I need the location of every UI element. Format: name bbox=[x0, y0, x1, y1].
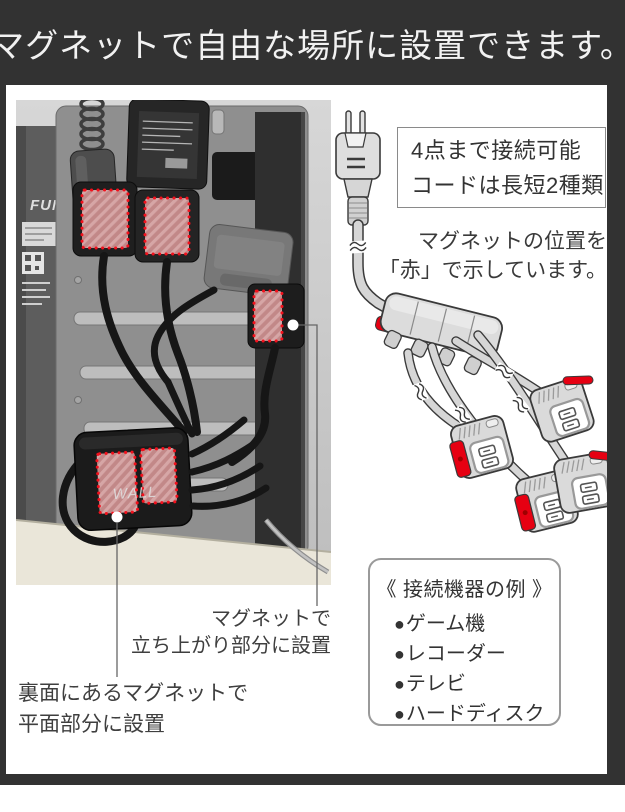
info-box: 4点まで接続可能 コードは長短2種類 bbox=[397, 127, 606, 208]
magnet-note-line-1: マグネットの位置を bbox=[418, 230, 607, 253]
magnet-patch bbox=[95, 450, 140, 516]
bullet-icon: ● bbox=[394, 674, 405, 694]
info-line-2: コードは長短2種類 bbox=[411, 173, 604, 198]
devices-item: ●テレビ bbox=[394, 673, 466, 695]
devices-list: ●ゲーム機 ●レコーダー ●テレビ ●ハードディスク bbox=[370, 609, 559, 729]
plug-illustration bbox=[335, 110, 381, 226]
magnet-note: マグネットの位置を 「赤」で示しています。 bbox=[379, 228, 607, 285]
plate-opening bbox=[212, 152, 262, 200]
tv-brand-label: FUN bbox=[30, 197, 64, 214]
devices-box-title: 《 接続機器の例 》 bbox=[376, 579, 553, 601]
frame-border-right bbox=[607, 85, 625, 785]
outlet-cube-a bbox=[526, 367, 598, 446]
photo-tv-back-panel: FUN bbox=[16, 100, 331, 585]
info-line-1: 4点まで接続可能 bbox=[411, 138, 582, 163]
callout-flat-text: 裏面にあるマグネットで 平面部分に設置 bbox=[18, 682, 249, 736]
splitter-body bbox=[375, 292, 504, 376]
magnet-patch bbox=[252, 289, 284, 343]
gray-cable bbox=[264, 518, 330, 575]
main-cord bbox=[347, 219, 398, 317]
shelf bbox=[16, 520, 331, 585]
splitter-illustration bbox=[335, 110, 622, 535]
bullet-icon: ● bbox=[394, 614, 405, 634]
adapter-p1 bbox=[72, 181, 138, 257]
frame-border-left bbox=[0, 85, 6, 785]
magnet-patch bbox=[139, 446, 179, 505]
strip-logo: WALL bbox=[112, 484, 157, 503]
frame-border-bottom bbox=[0, 774, 625, 785]
adapter-p2 bbox=[134, 189, 200, 263]
bullet-icon: ● bbox=[394, 704, 405, 724]
branch-cables bbox=[403, 330, 577, 490]
magnet-patch bbox=[143, 196, 191, 256]
header-bar: マグネットで自由な場所に設置できます。 bbox=[0, 0, 625, 85]
devices-box: 《 接続機器の例 》 ●ゲーム機 ●レコーダー ●テレビ ●ハードディスク bbox=[368, 558, 561, 726]
magnet-patch bbox=[80, 188, 130, 250]
power-strip: WALL bbox=[73, 427, 193, 532]
devices-item: ●レコーダー bbox=[394, 643, 506, 665]
callout-riser-text: マグネットで 立ち上がり部分に設置 bbox=[131, 608, 331, 657]
ac-adapter bbox=[126, 100, 210, 190]
devices-item: ●ハードディスク bbox=[394, 703, 545, 725]
bullet-icon: ● bbox=[394, 644, 405, 664]
devices-item: ●ゲーム機 bbox=[394, 613, 486, 635]
page-title: マグネットで自由な場所に設置できます。 bbox=[0, 28, 625, 65]
adapter-p3-riser bbox=[247, 283, 305, 349]
strip-cables bbox=[188, 416, 270, 510]
magnet-note-line-2: 「赤」で示しています。 bbox=[378, 258, 607, 282]
